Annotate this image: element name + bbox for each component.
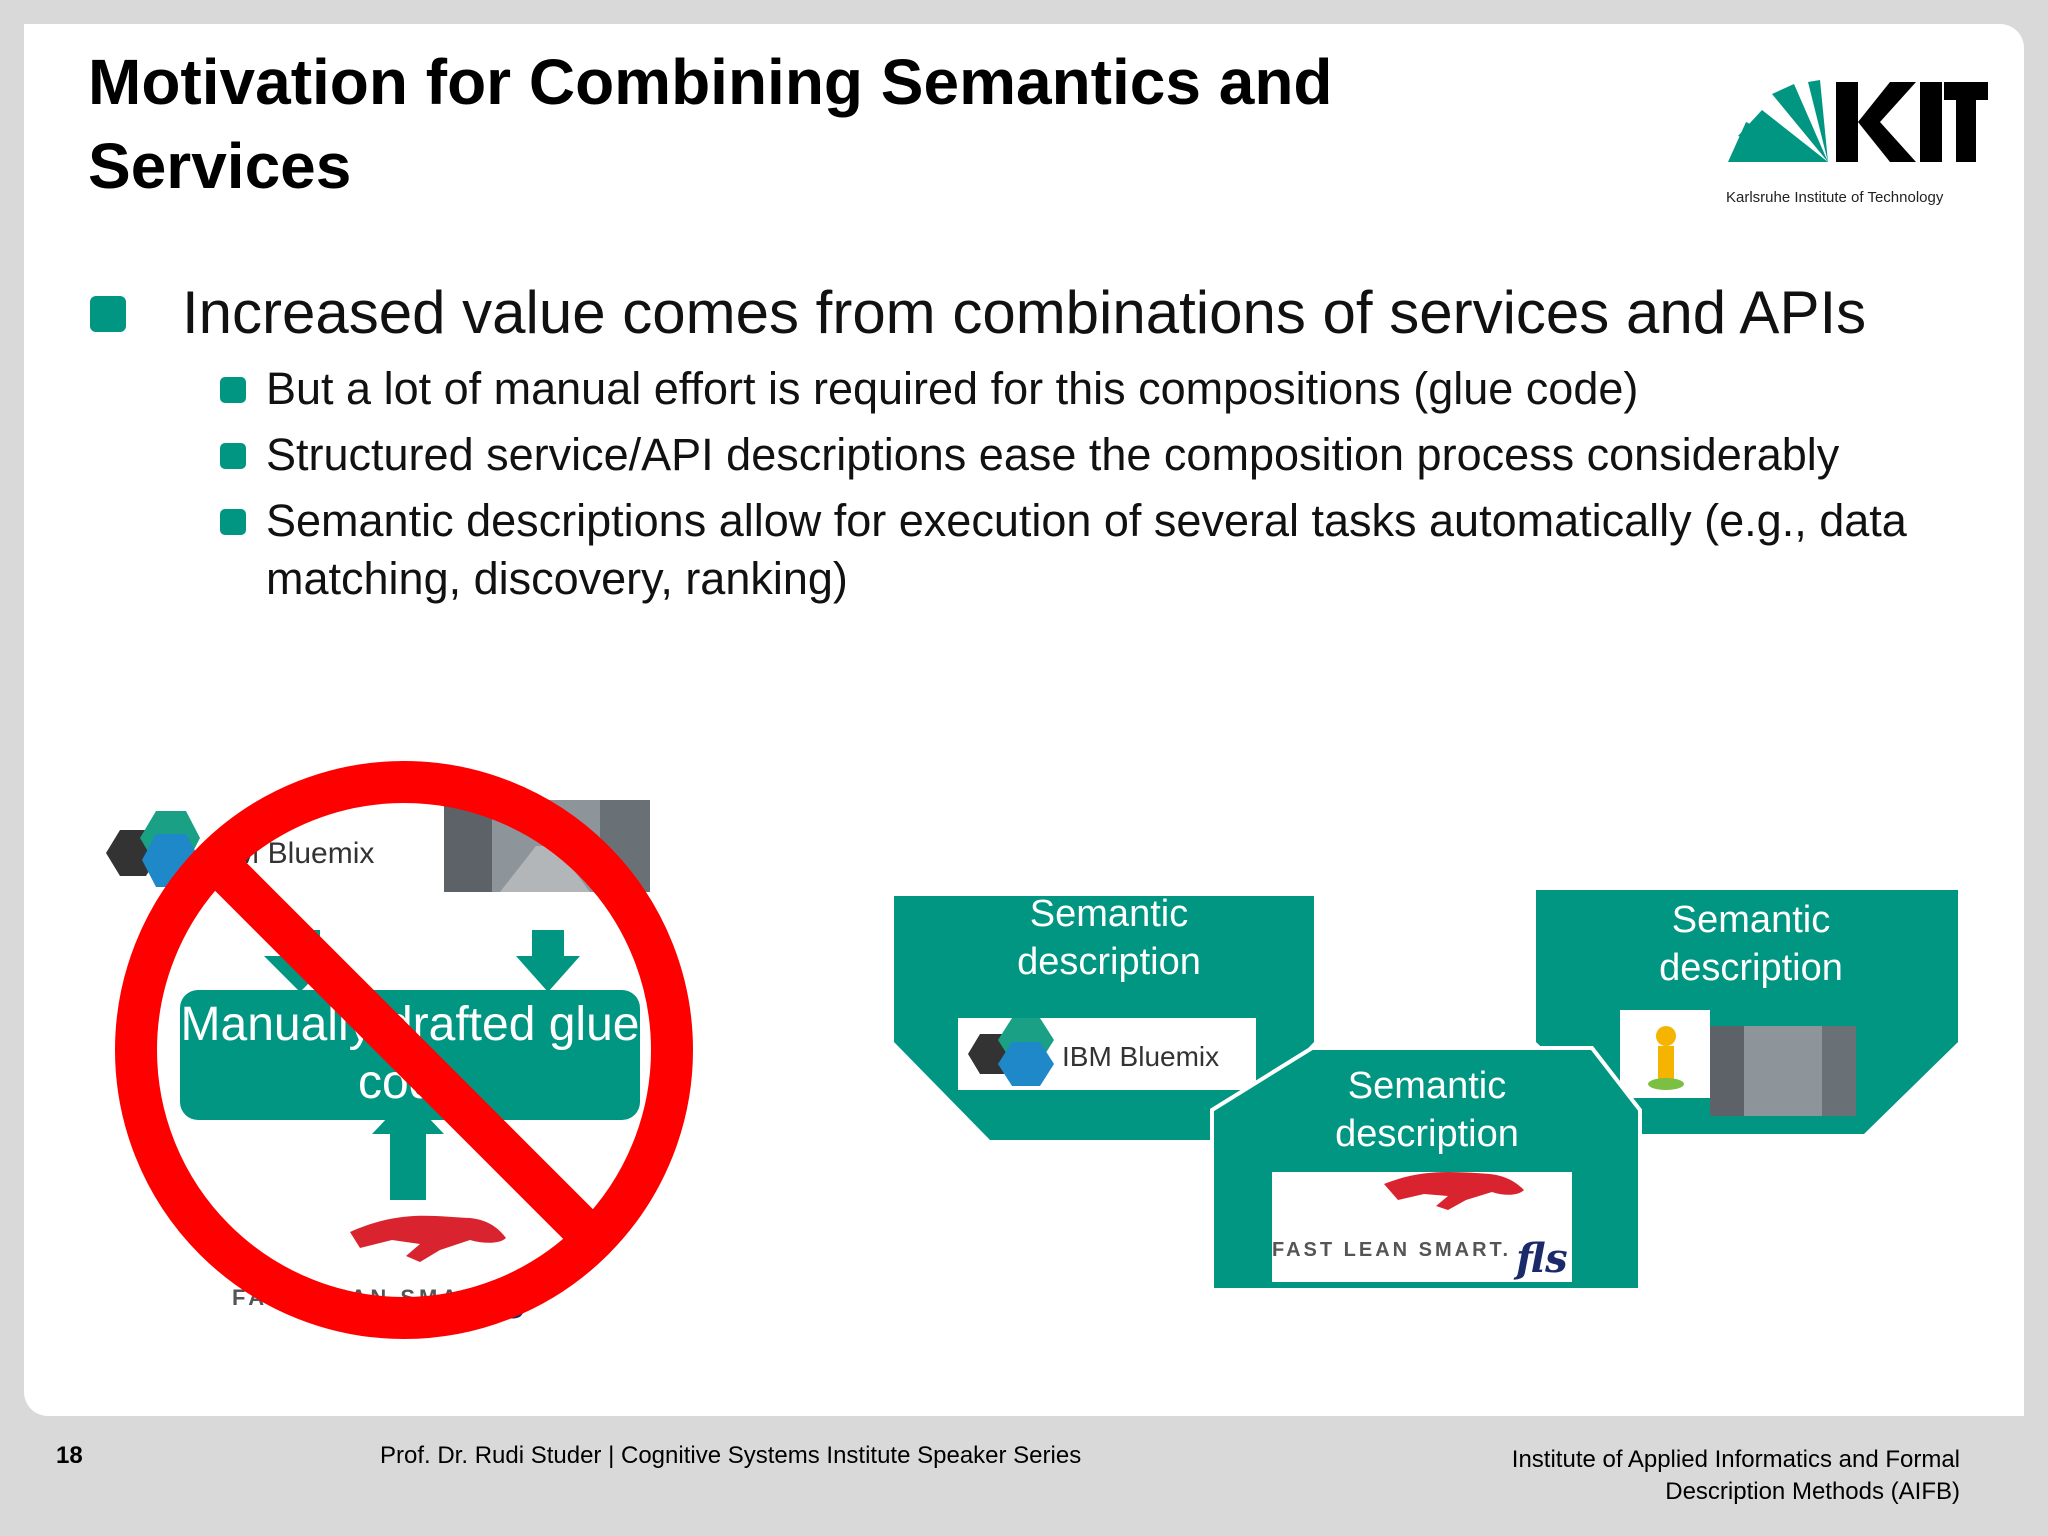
bullet-square-icon — [220, 443, 246, 469]
bullet-sub-text: Structured service/API descriptions ease… — [266, 429, 1840, 480]
bullet-square-icon — [220, 377, 246, 403]
semantic-description-label: Semantic description — [1017, 893, 1201, 983]
bullet-sub: Structured service/API descriptions ease… — [84, 426, 1984, 484]
institute-text: Institute of Applied Informatics and For… — [1512, 1444, 1960, 1508]
bullet-main: Increased value comes from combinations … — [84, 274, 1984, 352]
kit-logo: Karlsruhe Institute of Technology — [1718, 76, 1988, 216]
bullet-sub-text: Semantic descriptions allow for executio… — [266, 495, 1907, 604]
semantic-description-label: Semantic description — [1659, 899, 1843, 989]
presenter-text: Prof. Dr. Rudi Studer | Cognitive System… — [380, 1442, 1082, 1469]
semantic-description-label: Semantic description — [1335, 1065, 1519, 1155]
page-number: 18 — [56, 1442, 83, 1469]
kit-logo-subtitle: Karlsruhe Institute of Technology — [1726, 189, 1944, 206]
slide: Motivation for Combining Semantics and S… — [24, 24, 2024, 1416]
bullet-main-text: Increased value comes from combinations … — [182, 279, 1867, 346]
bullet-list: Increased value comes from combinations … — [84, 274, 1984, 608]
institute-line-2: Description Methods (AIFB) — [1665, 1478, 1960, 1505]
institute-line-1: Institute of Applied Informatics and For… — [1511, 1446, 1960, 1473]
bullet-square-icon — [90, 296, 126, 332]
bullet-sub: But a lot of manual effort is required f… — [84, 360, 1984, 418]
bullet-sub-text: But a lot of manual effort is required f… — [266, 363, 1639, 414]
bullet-sub: Semantic descriptions allow for executio… — [84, 492, 1984, 608]
slide-title: Motivation for Combining Semantics and S… — [88, 46, 1333, 202]
bullet-square-icon — [220, 509, 246, 535]
